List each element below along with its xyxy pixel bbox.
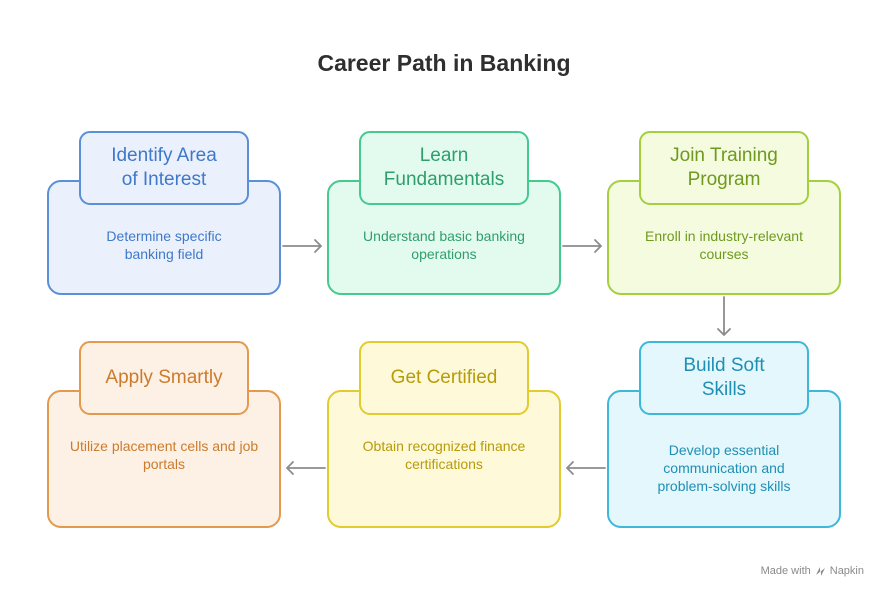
step-desc-apply-smartly: Utilize placement cells and job portals: [69, 438, 259, 472]
arrow-down-icon: [717, 296, 731, 336]
diagram-title: Career Path in Banking: [317, 50, 571, 76]
napkin-watermark: Made with Napkin: [761, 565, 864, 577]
arrow-left-icon: [566, 461, 606, 475]
arrow-right-icon: [562, 239, 602, 253]
step-title-identify-area: Identify Area of Interest: [79, 131, 249, 205]
made-with-label: Made with: [760, 565, 811, 577]
step-title-apply-smartly: Apply Smartly: [79, 341, 249, 415]
arrow-right-icon: [282, 239, 322, 253]
arrow-left-icon: [286, 461, 326, 475]
step-desc-get-certified: Obtain recognized finance certifications: [362, 438, 526, 472]
step-title-join-training: Join Training Program: [639, 131, 809, 205]
step-desc-join-training: Enroll in industry-relevant courses: [645, 228, 803, 262]
napkin-logo-icon: [815, 566, 825, 576]
step-title-learn-fundamentals: Learn Fundamentals: [359, 131, 529, 205]
step-title-build-soft-skills: Build Soft Skills: [639, 341, 809, 415]
step-desc-build-soft-skills: Develop essential communication and prob…: [657, 442, 791, 494]
step-desc-learn-fundamentals: Understand basic banking operations: [363, 228, 525, 262]
step-desc-identify-area: Determine specific banking field: [106, 228, 222, 262]
napkin-brand-label: Napkin: [829, 565, 864, 577]
step-title-get-certified: Get Certified: [359, 341, 529, 415]
